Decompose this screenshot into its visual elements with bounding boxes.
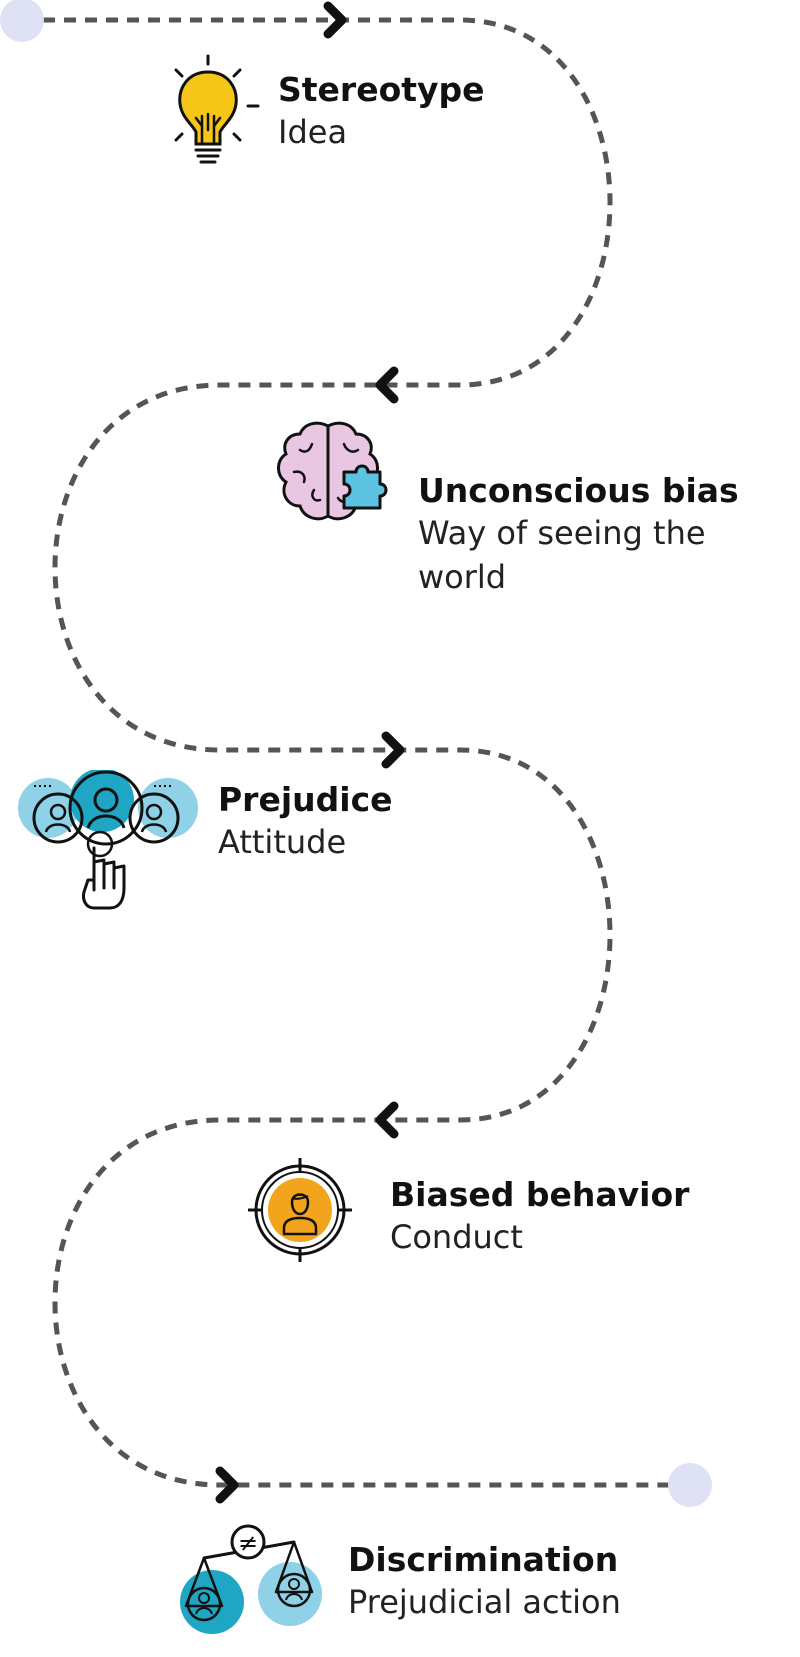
dashed-path bbox=[22, 17, 690, 1488]
step-title: Prejudice bbox=[218, 780, 393, 819]
step-stereotype: Stereotype Idea bbox=[278, 70, 485, 154]
step-title: Discrimination bbox=[348, 1540, 619, 1579]
step-prejudice: Prejudice Attitude bbox=[218, 780, 393, 864]
step-title: Biased behavior bbox=[390, 1175, 690, 1214]
target-person-icon bbox=[248, 1158, 352, 1262]
step-discrimination: Discrimination Prejudicial action bbox=[348, 1540, 621, 1624]
start-dot bbox=[0, 0, 44, 42]
step-description: Attitude bbox=[218, 823, 347, 861]
arrow-right-1 bbox=[323, 1, 347, 39]
step-description: Prejudicial action bbox=[348, 1583, 621, 1621]
step-description: Idea bbox=[278, 113, 348, 151]
arrow-right-5 bbox=[215, 1466, 239, 1504]
unequal-symbol: ≠ bbox=[238, 1529, 258, 1557]
step-description: Conduct bbox=[390, 1218, 523, 1256]
step-title: Stereotype bbox=[278, 70, 485, 109]
arrow-left-2 bbox=[375, 366, 399, 404]
arrow-right-3 bbox=[381, 731, 405, 769]
unequal-scale-icon: ≠ bbox=[176, 1520, 326, 1640]
end-dot bbox=[668, 1463, 712, 1507]
step-title: Unconscious bias bbox=[418, 471, 739, 510]
step-biased-behavior: Biased behavior Conduct bbox=[390, 1175, 689, 1259]
lightbulb-icon bbox=[168, 52, 264, 164]
step-description: Way of seeing the world bbox=[418, 514, 706, 596]
brain-puzzle-icon bbox=[276, 420, 402, 526]
step-unconscious-bias: Unconscious bias Way of seeing the world bbox=[418, 471, 778, 599]
arrow-left-4 bbox=[375, 1101, 399, 1139]
people-select-icon bbox=[10, 770, 200, 920]
